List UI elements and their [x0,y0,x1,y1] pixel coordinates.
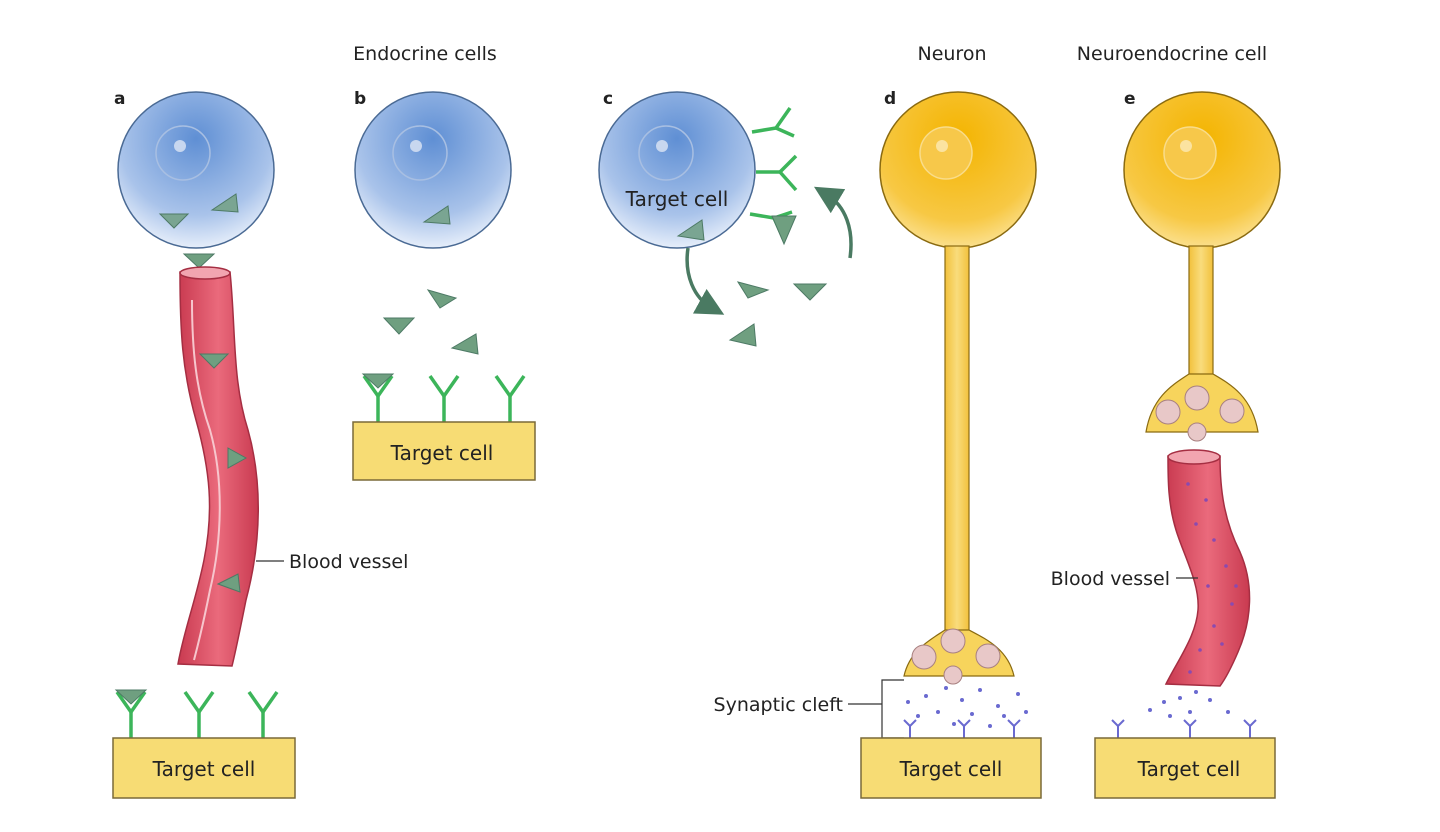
hormone-a-1 [158,213,190,229]
axon-e [1188,245,1214,381]
panel-a-endocrine: Blood vessel Target cell [112,91,408,799]
nucleolus-b [410,140,422,152]
hormone-a-2 [210,193,239,213]
panel-e-neuroendocrine: Blood vessel Target cell [1051,91,1281,799]
bound-hormone-a [114,689,148,705]
target-cell-c [598,91,756,249]
vesicle-e-2 [1184,385,1210,411]
receptor-b-2 [428,374,460,422]
receptor-b-3 [494,374,526,422]
neurotransmitters-d [906,686,1028,728]
nucleus-d [919,126,973,180]
vesicle-e-4 [1187,422,1207,442]
nt-receptors-e [1111,719,1257,738]
vesicle-e-3 [1219,398,1245,424]
target-cell-label-d: Target cell [899,757,1003,781]
nucleolus-e [1180,140,1192,152]
vessel-opening-a [179,266,231,280]
panel-b-endocrine: Target cell [352,91,536,481]
nt-receptors-d [903,719,1021,738]
vessel-opening-e [1167,449,1221,465]
panel-letter-d: d [884,89,896,109]
hormone-c-1 [676,219,705,241]
target-cell-label-a: Target cell [152,757,256,781]
target-cell-label-e: Target cell [1137,757,1241,781]
vesicle-e-1 [1155,399,1181,425]
receptor-b-1 [362,374,394,422]
blood-vessel-e [1164,455,1251,687]
hormone-a-3 [182,253,216,269]
bound-hormone-c [771,215,797,246]
hormone-b-4 [450,333,479,355]
vesicle-d-4 [943,665,963,685]
vessel-particles-e [1186,482,1238,674]
nucleus-b [392,125,448,181]
header-neuroendocrine-cell: Neuroendocrine cell [1077,43,1267,65]
vesicle-d-1 [911,644,937,670]
synaptic-cleft-label: Synaptic cleft [714,694,843,716]
target-cell-label-c: Target cell [625,187,729,211]
hormone-a-6 [216,573,241,593]
vessel-highlight-a [191,299,221,661]
arrow-in-c [814,186,853,259]
panel-letter-e: e [1124,89,1136,109]
hormone-b-2 [426,289,458,309]
hormone-b-1 [422,205,451,225]
blood-vessel-label-e: Blood vessel [1051,568,1170,590]
receptor-c-1 [751,106,795,138]
nucleolus-d [936,140,948,152]
panel-c-autocrine: Target cell [598,91,853,347]
vesicle-d-2 [940,628,966,654]
axon-d [944,245,970,639]
receptor-a-2 [183,690,215,738]
endocrine-cell-b [354,91,512,249]
synaptic-cleft-bracket [848,679,904,739]
arrow-out-c [685,247,725,315]
target-cell-e [1094,737,1276,799]
blood-vessel-label-a: Blood vessel [289,551,408,573]
nucleus-c [638,125,694,181]
panel-letter-c: c [603,89,613,109]
panel-letter-a: a [114,89,125,109]
hormone-b-3 [382,317,416,335]
vesicle-d-3 [975,643,1001,669]
hormone-c-3 [792,283,828,301]
bound-hormone-b [361,373,395,389]
hormone-a-5 [227,447,248,469]
nucleolus-a [174,140,186,152]
header-neuron: Neuron [917,43,986,65]
hormone-a-4 [198,353,230,369]
nucleus-e [1163,126,1217,180]
endocrine-cell-a [117,91,275,249]
receptor-a-1 [115,690,147,738]
hormone-c-2 [736,281,770,299]
nucleolus-c [656,140,668,152]
target-cell-label-b: Target cell [390,441,494,465]
hormone-c-4 [728,323,757,347]
neurotransmitters-e [1148,690,1230,718]
panel-letter-b: b [354,89,366,109]
nucleus-a [155,125,211,181]
receptor-a-3 [247,690,279,738]
panel-d-neuron: Synaptic cleft Target cell [714,91,1042,799]
header-endocrine-cells: Endocrine cells [353,43,497,65]
target-cell-b [352,421,536,481]
receptor-c-2 [756,154,798,192]
target-cell-d [860,737,1042,799]
target-cell-a [112,737,296,799]
